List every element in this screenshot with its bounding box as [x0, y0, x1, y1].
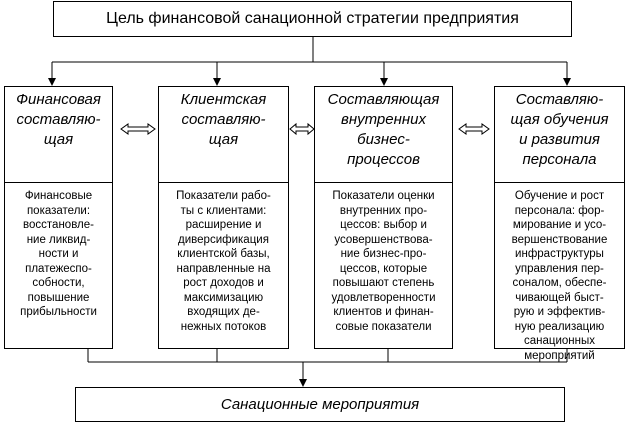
client-component-box: Клиентская составляю- щая Показатели раб…: [158, 86, 289, 349]
double-arrow-1-icon: [120, 123, 156, 135]
remediation-measures-text: Санационные мероприятия: [220, 396, 420, 413]
personnel-component-box: Составляю- щая обучения и развития персо…: [494, 86, 625, 362]
personnel-component-description: Обучение и рост персонала: фор- мировани…: [511, 190, 608, 362]
strategy-goal-text: Цель финансовой санационной стратегии пр…: [106, 10, 519, 27]
client-component-description: Показатели рабо- ты с клиентами: расшире…: [176, 190, 271, 333]
double-arrow-2-icon: [289, 122, 315, 136]
strategy-goal-box: Цель финансовой санационной стратегии пр…: [53, 1, 572, 37]
business-process-component-description: Показатели оценки внутренних про- цессов…: [331, 190, 436, 333]
double-arrow-3-icon: [458, 123, 490, 135]
business-process-component-title: Составляющая внутренних бизнес- процессо…: [315, 87, 452, 183]
client-component-title: Клиентская составляю- щая: [159, 87, 288, 183]
personnel-component-title: Составляю- щая обучения и развития персо…: [495, 87, 624, 183]
financial-component-title: Финансовая составляю- щая: [5, 87, 112, 183]
financial-component-box: Финансовая составляю- щая Финансовые пок…: [4, 86, 113, 349]
business-process-component-box: Составляющая внутренних бизнес- процессо…: [314, 86, 453, 349]
remediation-measures-box: Санационные мероприятия: [75, 387, 565, 422]
financial-component-description: Финансовые показатели: восстановле- ние …: [20, 190, 97, 318]
